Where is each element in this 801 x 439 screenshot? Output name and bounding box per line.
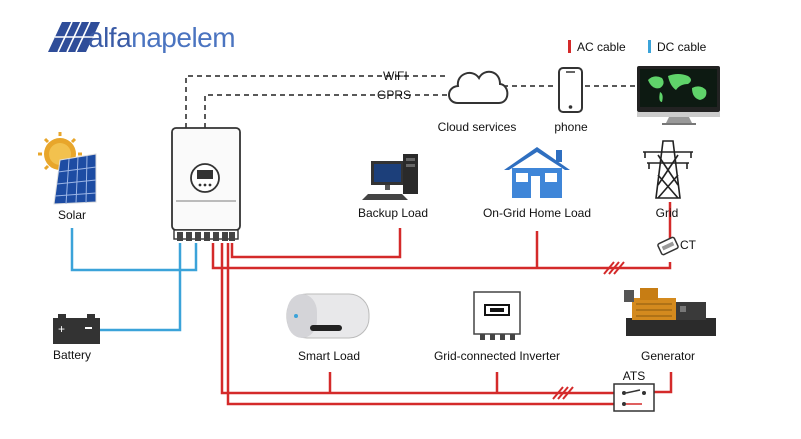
cable-break-marks (552, 261, 625, 400)
solar-label: Solar (57, 208, 87, 222)
generator-icon (624, 288, 716, 336)
battery-label: Battery (52, 348, 92, 362)
gen-port-cable-2 (226, 243, 616, 406)
grid-bus-cable (211, 243, 672, 270)
battery-icon: + (53, 314, 100, 344)
solar-panel-icon (53, 153, 97, 205)
grid-label: Grid (655, 206, 679, 220)
grid-inverter-icon (473, 291, 521, 340)
solar-dc-cable (70, 228, 198, 272)
cloud-icon (448, 70, 509, 104)
current-transformer-icon (657, 236, 679, 256)
desktop-computer-icon (362, 154, 418, 200)
backup-load-label: Backup Load (357, 206, 429, 220)
dc-legend-label: DC cable (657, 40, 707, 54)
brand-name: alfanapelem (88, 22, 236, 54)
water-heater-icon (286, 293, 370, 339)
house-icon (504, 147, 570, 198)
ats-switch-icon (613, 383, 655, 412)
ats-label: ATS (622, 369, 646, 383)
ac-cables (211, 228, 673, 406)
power-tower-icon (643, 140, 693, 199)
ac-legend-swatch (568, 40, 571, 53)
battery-dc-cable (100, 243, 182, 332)
svg-text:+: + (58, 322, 65, 336)
phone-label: phone (554, 120, 588, 134)
dc-cables (70, 228, 198, 332)
legend (568, 40, 651, 53)
wifi-line (185, 75, 447, 128)
communication-lines (185, 75, 635, 128)
smart-load-label: Smart Load (297, 349, 361, 363)
smartphone-icon (558, 67, 583, 113)
ac-legend-label: AC cable (577, 40, 626, 54)
hybrid-inverter-icon (171, 127, 241, 241)
brand-name-part1: alfa (88, 22, 132, 53)
dc-legend-swatch (648, 40, 651, 53)
ct-label: CT (680, 238, 696, 252)
grid-inverter-label: Grid-connected Inverter (433, 349, 561, 363)
brand-name-part2: napelem (131, 22, 236, 53)
gprs-label: GPRS (377, 88, 412, 102)
monitor-world-map-icon (637, 66, 720, 125)
gen-port-cable (220, 243, 616, 395)
solar-panel-logo-icon (48, 21, 100, 53)
cloud-services-label: Cloud services (437, 120, 517, 134)
gprs-line (204, 94, 447, 128)
backup-load-cable (230, 228, 402, 259)
home-load-label: On-Grid Home Load (482, 206, 592, 220)
wifi-label: WiFI (383, 69, 408, 83)
generator-label: Generator (640, 349, 696, 363)
generator-drop (652, 372, 673, 394)
